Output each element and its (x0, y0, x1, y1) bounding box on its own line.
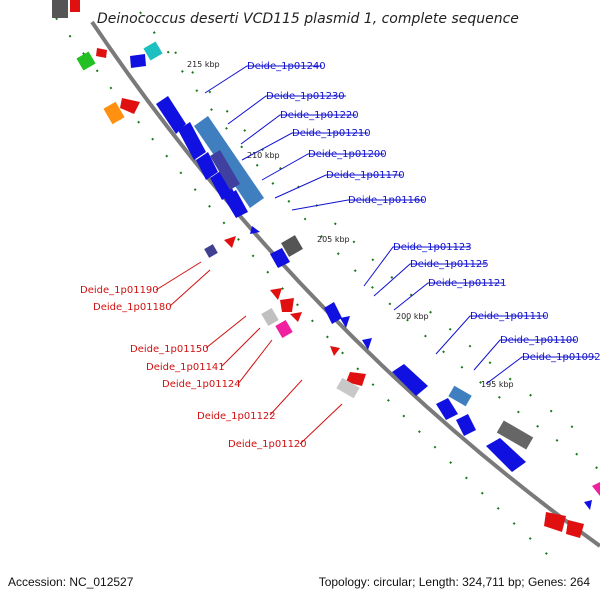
gene-lightgrey-low (336, 377, 360, 399)
gene-green (76, 51, 96, 71)
tick-205: 205 kbp (317, 235, 350, 244)
backbone-arc (90, 20, 600, 548)
label-1p01122[interactable]: Deide_1p01122 (197, 411, 276, 422)
gene-blue-5 (224, 190, 248, 218)
gene-blue-tip (584, 500, 592, 510)
gene-light-grey (261, 307, 279, 327)
label-1p01121[interactable]: Deide_1p01121 (428, 278, 507, 289)
gene-cyan (143, 41, 163, 61)
label-1p01100[interactable]: Deide_1p01100 (500, 335, 579, 346)
tick-215: 215 kbp (187, 60, 220, 69)
gene-magenta-tip (592, 482, 600, 496)
gene-blue-195a (436, 398, 458, 420)
gene-blue-tri (250, 226, 260, 234)
gene-blue-1 (156, 96, 186, 134)
gene-orange (103, 101, 125, 125)
gene-red-small (96, 48, 107, 58)
blue-leaders (204, 65, 596, 385)
label-1p01180[interactable]: Deide_1p01180 (93, 302, 172, 313)
gene-blue-200a (324, 302, 342, 324)
label-1p01220[interactable]: Deide_1p01220 (280, 110, 359, 121)
gene-indigo (210, 150, 240, 190)
label-1p01210[interactable]: Deide_1p01210 (292, 128, 371, 139)
gene-blue-4 (210, 170, 234, 200)
gene-steel-1 (194, 116, 264, 208)
label-1p01123[interactable]: Deide_1p01123 (393, 242, 472, 253)
gene-blue-big (392, 364, 428, 396)
gene-steel-195 (448, 385, 472, 407)
label-1p01120[interactable]: Deide_1p01120 (228, 439, 307, 450)
gene-red-bottom-b (566, 520, 584, 538)
gene-blue-top (130, 54, 146, 68)
label-1p01240[interactable]: Deide_1p01240 (247, 61, 326, 72)
topology-text: Topology: circular; Length: 324,711 bp; … (319, 575, 591, 589)
gene-grey-205 (281, 235, 303, 257)
label-1p01170[interactable]: Deide_1p01170 (326, 170, 405, 181)
gene-indigo-small (204, 244, 218, 258)
red-leaders (155, 261, 343, 445)
gene-darkgrey-low (496, 420, 534, 450)
gene-blue-3 (196, 152, 218, 180)
gene-red-c (290, 312, 302, 322)
gene-blue-low (486, 438, 526, 472)
gene-magenta (275, 319, 293, 339)
accession-text: Accession: NC_012527 (8, 575, 134, 589)
label-1p01110[interactable]: Deide_1p01110 (470, 311, 549, 322)
gene-blue-200c (362, 338, 372, 350)
gene-red-b (280, 298, 294, 312)
label-1p01200[interactable]: Deide_1p01200 (308, 149, 387, 160)
gene-blue-205 (270, 248, 290, 268)
label-1p01125[interactable]: Deide_1p01125 (410, 259, 489, 270)
gene-red-2 (120, 98, 140, 114)
guide-arc-inner (139, 11, 600, 471)
tick-195: 195 kbp (481, 380, 514, 389)
gene-red-low (346, 372, 366, 386)
gene-grey-top (52, 0, 68, 18)
tick-210: 210 kbp (247, 151, 280, 160)
label-1p01150[interactable]: Deide_1p01150 (130, 344, 209, 355)
gene-blue-200b (340, 316, 350, 328)
label-1p01092[interactable]: Deide_1p01092 (522, 352, 600, 363)
gene-blue-195b (456, 414, 476, 436)
gene-red-arrow (224, 236, 236, 248)
label-1p01230[interactable]: Deide_1p01230 (266, 91, 345, 102)
gene-blue-2 (178, 122, 206, 160)
gene-red-a (270, 288, 282, 300)
tick-200: 200 kbp (396, 312, 429, 321)
label-1p01160[interactable]: Deide_1p01160 (348, 195, 427, 206)
gene-red-200 (330, 346, 340, 356)
gene-red-top (70, 0, 80, 12)
label-1p01124[interactable]: Deide_1p01124 (162, 379, 241, 390)
label-1p01141[interactable]: Deide_1p01141 (146, 362, 225, 373)
gene-red-bottom (544, 512, 566, 532)
map-title: Deinococcus deserti VCD115 plasmid 1, co… (97, 11, 519, 27)
label-1p01190[interactable]: Deide_1p01190 (80, 285, 159, 296)
